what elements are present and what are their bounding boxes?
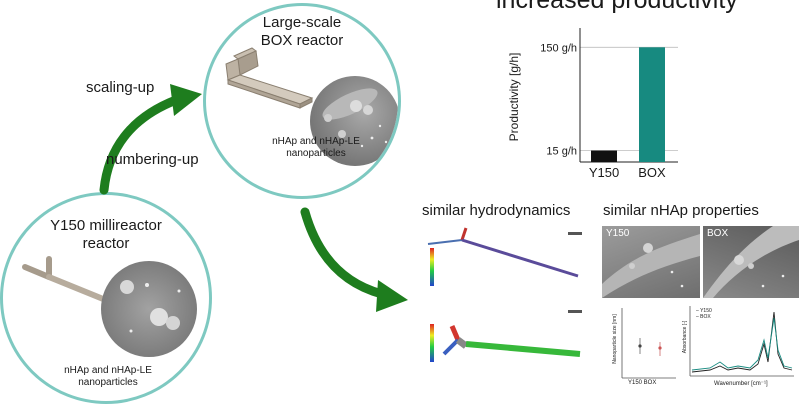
spectrum-xlabel: Wavenumber [cm⁻¹] — [714, 381, 768, 387]
hydrodynamics-sim-top — [427, 227, 582, 286]
xtick-label-y150: Y150 — [589, 165, 619, 180]
hydrodynamics-sim-bottom — [430, 310, 582, 362]
y150-title-line2: reactor — [82, 235, 130, 252]
box-sem-image — [310, 76, 398, 166]
y150-reactor-circle: Y150 millireactor reactor nHAp and nHAp-… — [0, 192, 212, 404]
sem-box-label: BOX — [707, 228, 729, 239]
productivity-title: increased productivity — [496, 0, 738, 14]
box-title-line2: BOX reactor — [260, 32, 344, 49]
results-arrowhead — [376, 280, 408, 312]
box-title-line1: Large-scale — [262, 14, 342, 31]
spectrum-legend: – Y150 – BOX — [696, 308, 712, 320]
ytick-label-0: 15 g/h — [546, 146, 577, 158]
results-arrow — [300, 207, 387, 299]
hydrodynamics-title: similar hydrodynamics — [422, 202, 571, 219]
y150-caption-line1: nHAp and nHAp-LE — [64, 365, 152, 376]
y-axis-label: Productivity [g/h] — [507, 53, 521, 142]
spectrum-legend-box: – BOX — [696, 314, 711, 320]
nhap-title: similar nHAp properties — [603, 202, 759, 219]
bar-y150 — [591, 150, 617, 162]
box-reactor-model — [225, 47, 314, 109]
legend-y150-label: Y150 — [700, 308, 712, 314]
box-reactor-title: Large-scale BOX reactor — [206, 14, 398, 50]
size-plot-ylabel: Nanoparticle size [nm] — [612, 314, 618, 364]
scaling-up-arrowhead — [170, 84, 202, 116]
y150-sem-image — [101, 261, 197, 357]
ytick-label-1: 150 g/h — [540, 42, 577, 54]
sem-y150-panel: Y150 — [602, 226, 700, 298]
colorbar-top — [430, 248, 434, 286]
box-caption: nHAp and nHAp-LE nanoparticles — [256, 136, 376, 160]
box-caption-line1: nHAp and nHAp-LE — [272, 136, 360, 147]
box-reactor-circle: Large-scale BOX reactor nHAp and nHAp-LE… — [203, 3, 401, 199]
y150-caption-line2: nanoparticles — [78, 377, 138, 388]
legend-box-label: BOX — [700, 314, 711, 320]
y150-title-line1: Y150 millireactor — [50, 217, 162, 234]
spectrum-ylabel: Absorbance [-] — [682, 320, 688, 354]
spectrum-legend-y150: – Y150 — [696, 308, 712, 314]
spectrum-plot: Absorbance [-] – Y150 – BOX Wavenumber [… — [680, 304, 796, 390]
y150-caption: nHAp and nHAp-LE nanoparticles — [33, 365, 183, 389]
xtick-label-box: BOX — [638, 165, 666, 180]
sem-y150-label: Y150 — [606, 228, 630, 239]
scaling-up-arrow — [99, 95, 181, 195]
box-caption-line2: nanoparticles — [286, 148, 346, 159]
bar-box — [639, 47, 665, 163]
numbering-up-label: numbering-up — [106, 151, 199, 168]
sem-box-panel: BOX — [703, 226, 799, 298]
size-plot-xlabel: Y150 BOX — [628, 380, 657, 386]
scaling-up-label: scaling-up — [86, 79, 155, 96]
colorbar-bottom — [430, 324, 434, 362]
size-plot: Nanoparticle size [nm] Y150 BOX — [606, 304, 678, 390]
y150-reactor-title: Y150 millireactor reactor — [3, 217, 209, 253]
